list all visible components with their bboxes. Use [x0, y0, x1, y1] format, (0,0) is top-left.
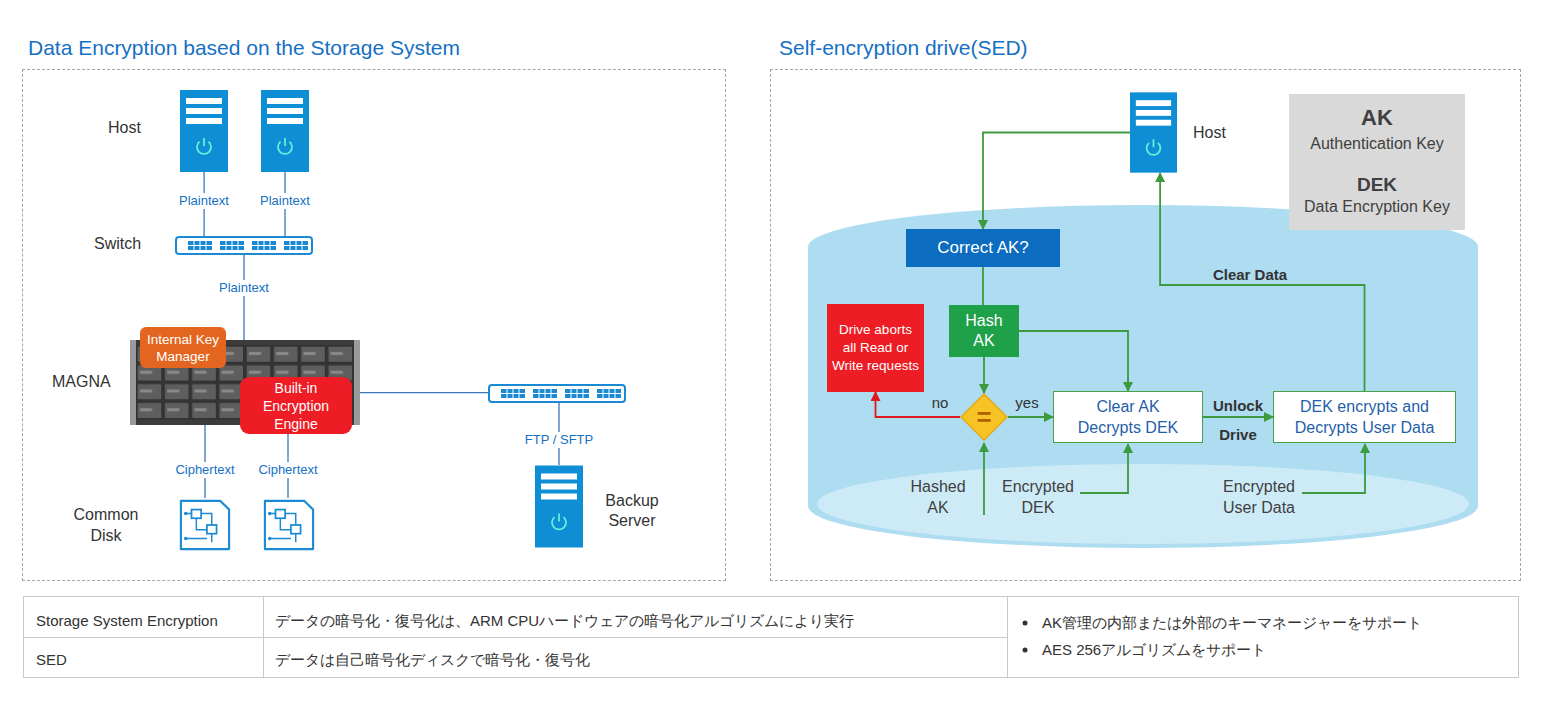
table-cell: Storage System Encryption	[36, 611, 218, 631]
node-text: Backup Server	[599, 491, 665, 531]
process-box: Correct AK?	[906, 229, 1060, 267]
node-text: Internal Key Manager	[141, 331, 225, 365]
connector	[983, 133, 1130, 230]
table-cell: AK管理の内部または外部のキーマネージャーをサポート	[1042, 613, 1422, 633]
table-border	[24, 597, 1519, 678]
connector	[1008, 416, 1053, 418]
data-label: Encrypted User Data	[1217, 476, 1301, 518]
edge-label: Ciphertext	[173, 462, 236, 478]
node-text: Common Disk	[66, 504, 146, 546]
network-switch: Switch	[175, 236, 313, 255]
process-box: Clear AK Decrypts DEK	[1053, 391, 1203, 443]
node-text: DEK encrypts and Decrypts User Data	[1285, 396, 1445, 438]
node-text: AK	[1289, 105, 1465, 131]
switch-icon	[489, 385, 625, 402]
connector	[876, 392, 961, 417]
table-cell: データは自己暗号化ディスクで暗号化・復号化	[275, 650, 590, 670]
node-text: Host	[1193, 124, 1226, 142]
node-text: Built-in Encryption Engine	[251, 379, 341, 433]
node-text: Correct AK?	[937, 238, 1029, 258]
node-text: Data Encryption Key	[1289, 198, 1465, 216]
encryption-engine-box: Built-in Encryption Engine	[240, 377, 352, 434]
storage-array: MAGNAInternal Key ManagerBuilt-in Encryp…	[130, 340, 360, 425]
table-cell: SED	[36, 650, 67, 670]
disk-icon	[181, 501, 229, 549]
node-text: MAGNA	[52, 373, 111, 391]
edge-label: Ciphertext	[256, 462, 319, 478]
node-text: Host	[108, 119, 141, 137]
node-text: Drive aborts all Read or Write requests	[832, 321, 920, 375]
edge-label: Clear Data	[1213, 266, 1287, 283]
host-servers: Host	[180, 90, 310, 172]
panel-title: Data Encryption based on the Storage Sys…	[28, 36, 460, 60]
key-legend-box: AK Authentication KeyDEK Data Encryption K…	[1289, 94, 1465, 230]
key-manager-box: Internal Key Manager	[140, 327, 226, 368]
table-rule	[24, 637, 1008, 638]
connector	[1203, 416, 1273, 418]
node-text: =	[976, 404, 991, 430]
edge-label: FTP / SFTP	[523, 432, 595, 448]
abort-box: Drive aborts all Read or Write requests	[827, 304, 924, 392]
cylinder-bottom	[808, 464, 1478, 548]
input-arrow	[1080, 444, 1128, 493]
disk-group: Common Disk	[178, 498, 316, 552]
cylinder-base	[817, 464, 1469, 544]
edge-label: Plaintext	[258, 193, 312, 209]
table-cell: データの暗号化・復号化は、ARM CPUハードウェアの暗号化アルゴリズムにより実…	[275, 611, 854, 631]
switch-icon	[176, 237, 312, 254]
diamond-shape	[961, 394, 1007, 440]
disk-icon	[265, 501, 313, 549]
server-icon	[180, 90, 228, 172]
node-text: Clear AK Decrypts DEK	[1069, 396, 1187, 438]
server-icon	[1130, 92, 1177, 172]
edge-label: yes	[1015, 394, 1038, 411]
node-text: Authentication Key	[1289, 135, 1465, 153]
node-text: Switch	[94, 235, 141, 253]
connector	[360, 393, 559, 465]
connector	[1019, 331, 1128, 391]
panel-frame: Self-encryption drive(SED)HostAKAuthenti…	[771, 70, 1520, 580]
data-label: Hashed AK	[908, 476, 968, 518]
connector	[243, 255, 244, 340]
node-text: Hash AK	[962, 311, 1006, 351]
edge-label: no	[932, 394, 949, 411]
panel-title: Self-encryption drive(SED)	[779, 36, 1028, 60]
table-cell: AES 256アルゴリズムをサポート	[1042, 640, 1266, 660]
input-arrow	[1302, 444, 1365, 493]
host-server: Host	[1130, 92, 1177, 173]
chassis-handle	[354, 340, 360, 425]
server-icon	[261, 90, 309, 172]
data-label: Encrypted DEK	[996, 476, 1080, 518]
connector	[982, 267, 984, 305]
panel-frame: Data Encryption based on the Storage Sys…	[23, 70, 725, 580]
edge-label: Unlock Drive	[1207, 391, 1269, 449]
process-box: Hash AK	[949, 305, 1019, 357]
decision-diamond: =	[960, 393, 1008, 441]
connector	[983, 357, 985, 393]
server-icon	[535, 466, 583, 548]
chassis-handle	[130, 340, 136, 425]
node-text: DEK	[1289, 174, 1465, 196]
table-grid	[24, 597, 1519, 678]
edge-label: Plaintext	[217, 280, 271, 296]
process-box: DEK encrypts and Decrypts User Data	[1273, 391, 1456, 443]
bullet-dot	[1023, 621, 1028, 626]
backup-server: Backup Server	[535, 465, 583, 548]
input-arrow	[983, 443, 985, 515]
edge-label: Plaintext	[177, 193, 231, 209]
bullet-dot	[1023, 648, 1028, 653]
drive-cylinder	[808, 205, 1478, 548]
